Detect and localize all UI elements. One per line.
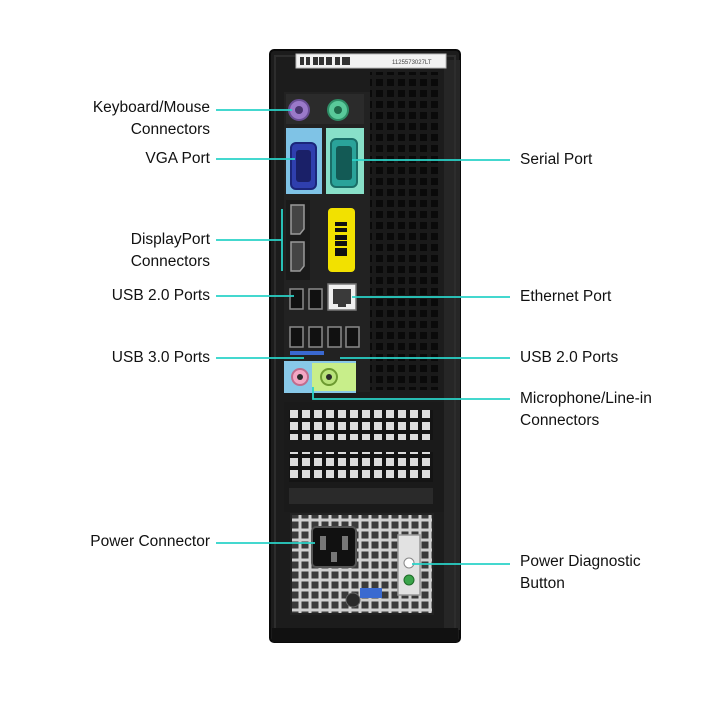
keyboard-mouse-label: Keyboard/Mouse Connectors	[92, 99, 210, 138]
expansion-slot-2	[289, 452, 433, 482]
power-diagnostic-led	[403, 557, 415, 569]
usb3-port-b	[308, 326, 323, 348]
displayport-1	[290, 204, 305, 235]
usb2-port-b	[308, 288, 323, 310]
serial-port-label: Serial Port	[520, 151, 593, 168]
callout-lines	[216, 109, 510, 565]
power-diagnostic-label: Power Diagnostic Button	[520, 553, 641, 592]
callout-line-mic-line-in	[312, 387, 510, 400]
usb2-right-label: USB 2.0 Ports	[520, 349, 619, 366]
usb2-port-d	[345, 326, 360, 348]
top-vent-grille	[370, 72, 438, 390]
usb2-port-c	[327, 326, 342, 348]
mic-line-in-label: Microphone/Line-in Connectors	[520, 390, 652, 429]
barcode-icon	[300, 57, 350, 65]
power-diagnostic-button	[403, 574, 415, 586]
callout-line-displayport	[216, 209, 283, 271]
service-tag-text: 1125573027LT	[392, 60, 432, 66]
displayport-label: DisplayPort Connectors	[130, 231, 210, 270]
usb3-port-a	[289, 326, 304, 348]
power-connector-label: Power Connector	[90, 533, 210, 550]
vga-port-label: VGA Port	[145, 150, 210, 167]
ethernet-port-label: Ethernet Port	[520, 288, 612, 305]
usb2-port-a	[289, 288, 304, 310]
displayport-2	[290, 241, 305, 272]
sticker-barcode-icon	[335, 222, 347, 256]
usb3-label: USB 3.0 Ports	[111, 349, 210, 366]
usb2-left-label: USB 2.0 Ports	[111, 287, 210, 304]
expansion-slot-1	[289, 410, 433, 440]
